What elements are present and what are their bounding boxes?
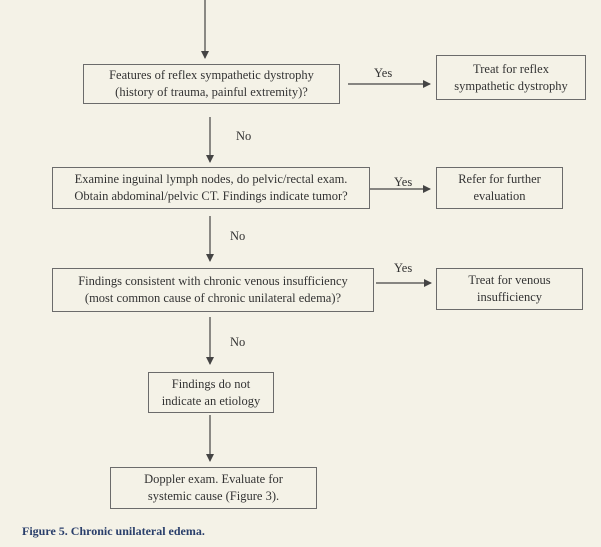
rsd-question-box: Features of reflex sympathetic dystrophy… xyxy=(83,64,340,104)
tumor-refer-line-1: Refer for further xyxy=(458,172,541,186)
venous-treat-line-2: insufficiency xyxy=(476,290,543,304)
tumor-refer-box: Refer for further evaluation xyxy=(436,167,563,209)
doppler-box: Doppler exam. Evaluate for systemic caus… xyxy=(110,467,317,509)
venous-question-line-2: (most common cause of chronic unilateral… xyxy=(84,291,342,305)
no-label-1: No xyxy=(236,129,252,143)
no-etiology-line-2: indicate an etiology xyxy=(161,393,261,408)
rsd-question-line-1: Features of reflex sympathetic dystrophy xyxy=(109,68,314,82)
no-etiology-line-1: Findings do not xyxy=(171,376,251,391)
rsd-treat-box: Treat for reflex sympathetic dystrophy xyxy=(436,55,586,100)
yes-label-3: Yes xyxy=(394,261,413,275)
tumor-question-box: Examine inguinal lymph nodes, do pelvic/… xyxy=(52,167,370,209)
tumor-refer-line-2: evaluation xyxy=(473,189,526,203)
yes-label-2: Yes xyxy=(394,175,413,189)
tumor-question-line-2: Obtain abdominal/pelvic CT. Findings ind… xyxy=(74,189,348,203)
venous-question-line-1: Findings consistent with chronic venous … xyxy=(78,274,348,288)
no-label-2: No xyxy=(230,229,246,243)
rsd-treat-line-1: Treat for reflex xyxy=(473,61,549,76)
no-label-3: No xyxy=(230,335,246,349)
tumor-question-line-1: Examine inguinal lymph nodes, do pelvic/… xyxy=(74,172,348,186)
figure-caption: Figure 5. Chronic unilateral edema. xyxy=(22,524,205,538)
rsd-treat-line-2: sympathetic dystrophy xyxy=(454,78,568,93)
venous-treat-box: Treat for venous insufficiency xyxy=(436,268,583,310)
yes-label-1: Yes xyxy=(374,66,393,80)
venous-treat-line-1: Treat for venous xyxy=(468,273,551,287)
no-etiology-box: Findings do not indicate an etiology xyxy=(148,372,274,413)
doppler-line-1: Doppler exam. Evaluate for xyxy=(144,472,283,486)
venous-question-box: Findings consistent with chronic venous … xyxy=(52,268,374,312)
doppler-line-2: systemic cause (Figure 3). xyxy=(147,489,280,503)
rsd-question-line-2: (history of trauma, painful extremity)? xyxy=(115,85,308,99)
